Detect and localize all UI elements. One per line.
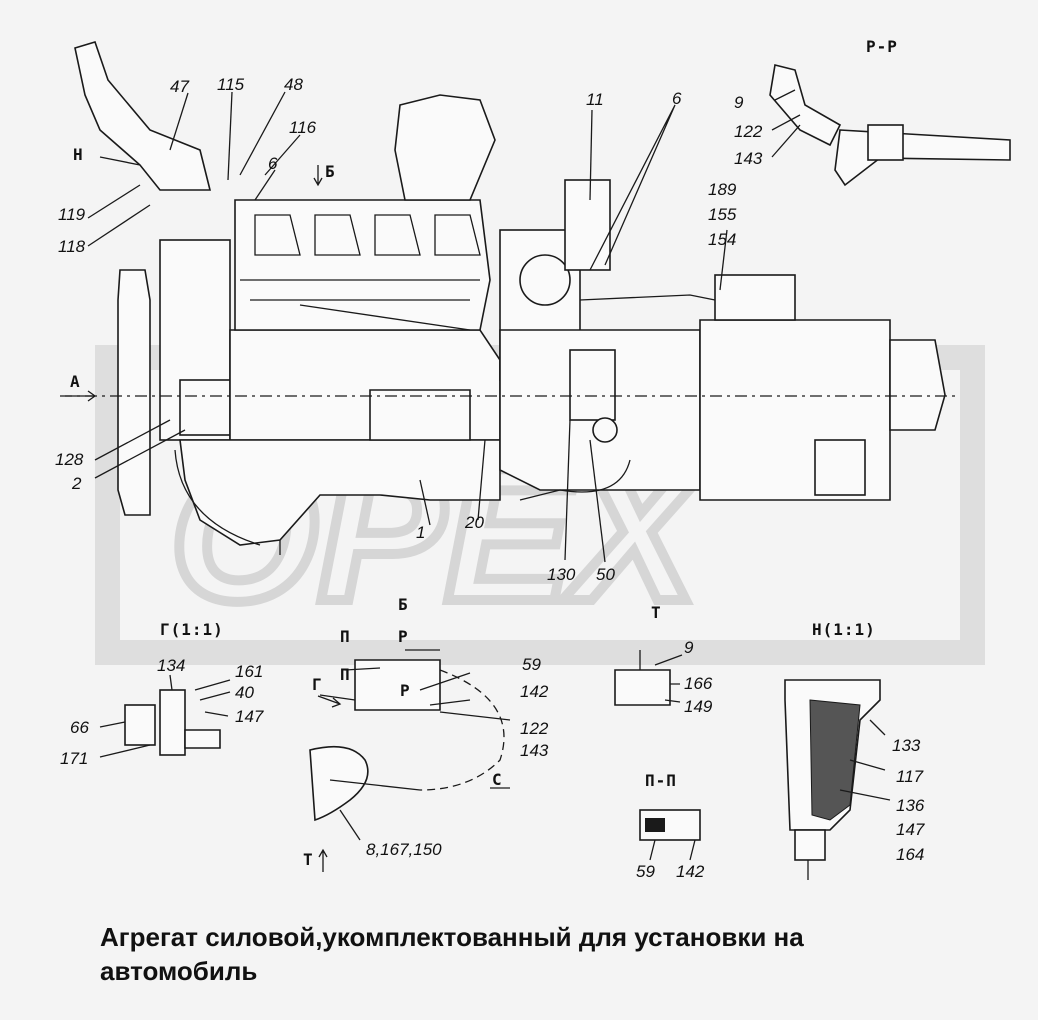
callout-20: 20 [464,513,484,532]
callout-59-center: 59 [522,655,541,674]
callout-154: 154 [708,230,736,249]
callout-48: 48 [284,75,303,94]
callout-142-center: 142 [520,682,549,701]
detail-n [784,679,891,880]
callout-6-top: 6 [268,154,278,173]
callout-149: 149 [684,697,713,716]
callout-155: 155 [708,205,737,224]
callout-8-167-150: 8,167,150 [366,840,442,859]
callout-122-pp: 122 [734,122,763,141]
callout-9-detail: 9 [684,638,694,657]
callout-142-pipi: 142 [676,862,705,881]
section-pp [769,64,1011,187]
callout-128: 128 [55,450,84,469]
label-pp: Р-Р [866,37,898,56]
label-view-b-top: Б [325,162,336,181]
engine-assembly [60,41,960,555]
label-view-c: С [492,770,503,789]
label-pipi: П-П [645,771,677,790]
callout-47: 47 [170,77,189,96]
diagram-caption: Агрегат силовой,укомплектованный для уст… [100,922,804,986]
callout-130: 130 [547,565,576,584]
callout-50: 50 [596,565,615,584]
label-view-t-top: Т [651,603,662,622]
section-pipi [639,809,701,861]
callout-9-pp: 9 [734,93,744,112]
view-arrows [65,165,342,872]
callout-166: 166 [684,674,713,693]
callout-133: 133 [892,736,921,755]
callout-164: 164 [896,845,924,864]
label-p-lower: П [340,665,351,684]
label-r-lower: Р [400,681,411,700]
label-view-a: А [70,372,81,391]
detail-g [99,674,231,758]
label-n-detail: Н(1:1) [812,620,876,639]
callout-134: 134 [157,656,185,675]
callout-171: 171 [60,749,88,768]
callout-1: 1 [416,523,425,542]
leader-lines [87,91,728,563]
callout-161: 161 [235,662,263,681]
callout-143-pp: 143 [734,149,763,168]
section-labels: Р-Р Г(1:1) Н(1:1) П-П А Б Б Т Т Н Г С П … [70,37,898,869]
label-view-g: Г [312,675,323,694]
callout-119: 119 [58,205,86,224]
callout-189: 189 [708,180,737,199]
label-view-t-bottom: Т [303,850,314,869]
callout-147-g: 147 [235,707,264,726]
detail-center [309,649,511,841]
callout-6-right: 6 [672,89,682,108]
label-p-upper: П [340,627,351,646]
callout-143-center: 143 [520,741,549,760]
callout-11: 11 [586,90,604,109]
callouts: 47 115 48 116 6 119 118 11 6 9 122 143 1… [55,75,925,881]
callout-59-pipi: 59 [636,862,655,881]
callout-115: 115 [217,75,245,94]
callout-117: 117 [896,767,924,786]
callout-118: 118 [58,237,86,256]
callout-147-n: 147 [896,820,925,839]
label-g-detail: Г(1:1) [160,620,224,639]
callout-2: 2 [71,474,82,493]
detail-9 [614,650,683,706]
label-view-n: Н [73,145,84,164]
callout-122-center: 122 [520,719,549,738]
label-r-upper: Р [398,627,409,646]
callout-116: 116 [289,118,317,137]
callout-40: 40 [235,683,254,702]
label-view-b-bottom: Б [398,595,409,614]
callout-136: 136 [896,796,925,815]
callout-66: 66 [70,718,89,737]
